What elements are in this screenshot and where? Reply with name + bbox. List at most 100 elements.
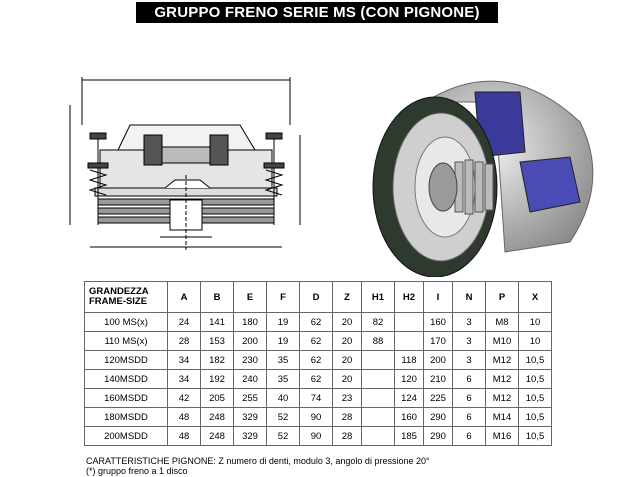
table-cell: [361, 426, 395, 446]
col-header-d: D: [299, 281, 333, 313]
table-cell: M12: [485, 369, 519, 389]
table-cell: [394, 331, 424, 351]
frame-size-cell: 140MSDD: [84, 369, 168, 389]
table-cell: 90: [299, 407, 333, 427]
table-cell: 6: [452, 407, 486, 427]
table-cell: [394, 312, 424, 332]
table-cell: 82: [361, 312, 395, 332]
table-cell: 20: [332, 350, 362, 370]
table-cell: M10: [485, 331, 519, 351]
table-cell: 248: [200, 426, 234, 446]
col-header-h2: H2: [394, 281, 424, 313]
brake-3d-render: [372, 80, 594, 277]
table-cell: 290: [423, 407, 453, 427]
table-cell: 329: [233, 407, 267, 427]
table-cell: 225: [423, 388, 453, 408]
col-header-b: B: [200, 281, 234, 313]
frame-size-cell: 110 MS(x): [84, 331, 168, 351]
table-cell: 10: [518, 331, 552, 351]
table-cell: 62: [299, 312, 333, 332]
table-cell: 3: [452, 331, 486, 351]
frame-size-cell: 160MSDD: [84, 388, 168, 408]
notes: CARATTERISTICHE PIGNONE: Z numero di den…: [86, 456, 430, 476]
table-cell: 248: [200, 407, 234, 427]
table-cell: 20: [332, 331, 362, 351]
table-cell: 230: [233, 350, 267, 370]
table-cell: 290: [423, 426, 453, 446]
table-cell: 10,5: [518, 350, 552, 370]
col-header-n: N: [452, 281, 486, 313]
table-cell: 34: [167, 369, 201, 389]
table-cell: 192: [200, 369, 234, 389]
table-cell: 3: [452, 350, 486, 370]
table-cell: M12: [485, 388, 519, 408]
table-cell: 3: [452, 312, 486, 332]
frame-size-cell: 200MSDD: [84, 426, 168, 446]
table-cell: 200: [423, 350, 453, 370]
table-cell: 40: [266, 388, 300, 408]
table-cell: 28: [332, 407, 362, 427]
table-cell: 6: [452, 426, 486, 446]
table-cell: 240: [233, 369, 267, 389]
table-cell: 10,5: [518, 369, 552, 389]
page-title: GRUPPO FRENO SERIE MS (CON PIGNONE): [154, 4, 480, 21]
table-cell: 20: [332, 369, 362, 389]
table-cell: 19: [266, 331, 300, 351]
table-cell: 48: [167, 407, 201, 427]
single-disc-note: (*) gruppo freno a 1 disco: [86, 466, 188, 476]
table-cell: 34: [167, 350, 201, 370]
technical-drawing: [69, 77, 301, 250]
col-header-a: A: [167, 281, 201, 313]
title-banner: GRUPPO FRENO SERIE MS (CON PIGNONE): [136, 2, 498, 23]
table-cell: 118: [394, 350, 424, 370]
table-cell: 52: [266, 426, 300, 446]
table-cell: 205: [200, 388, 234, 408]
table-cell: 10: [518, 312, 552, 332]
table-cell: 28: [167, 331, 201, 351]
table-cell: 62: [299, 350, 333, 370]
col-header-z: Z: [332, 281, 362, 313]
table-cell: 180: [233, 312, 267, 332]
table-cell: 52: [266, 407, 300, 427]
table-cell: [361, 407, 395, 427]
table-cell: 88: [361, 331, 395, 351]
table-cell: 42: [167, 388, 201, 408]
pinion-characteristics-note: CARATTERISTICHE PIGNONE: Z numero di den…: [86, 456, 430, 466]
table-cell: 170: [423, 331, 453, 351]
table-cell: 10,5: [518, 426, 552, 446]
table-cell: 210: [423, 369, 453, 389]
table-cell: 10,5: [518, 407, 552, 427]
table-cell: 62: [299, 331, 333, 351]
col-header-e: E: [233, 281, 267, 313]
table-cell: 23: [332, 388, 362, 408]
table-cell: 90: [299, 426, 333, 446]
table-cell: 19: [266, 312, 300, 332]
col-header-f: F: [266, 281, 300, 313]
table-cell: M12: [485, 350, 519, 370]
table-cell: 124: [394, 388, 424, 408]
col-header-x: X: [518, 281, 552, 313]
table-header-row: GRANDEZZA FRAME-SIZE A B E F D Z H1 H2 I…: [84, 281, 552, 313]
table-cell: 6: [452, 388, 486, 408]
table-cell: 255: [233, 388, 267, 408]
frame-size-cell: 180MSDD: [84, 407, 168, 427]
col-header-i: I: [423, 281, 453, 313]
table-cell: 48: [167, 426, 201, 446]
table-cell: 28: [332, 426, 362, 446]
frame-size-cell: 100 MS(x): [84, 312, 168, 332]
table-cell: M16: [485, 426, 519, 446]
table-cell: 20: [332, 312, 362, 332]
table-cell: 160: [394, 407, 424, 427]
table-cell: 62: [299, 369, 333, 389]
col-header-h1: H1: [361, 281, 395, 313]
table-cell: 10,5: [518, 388, 552, 408]
specs-table: GRANDEZZA FRAME-SIZE A B E F D Z H1 H2 I…: [84, 281, 552, 446]
table-cell: M8: [485, 312, 519, 332]
table-cell: 200: [233, 331, 267, 351]
